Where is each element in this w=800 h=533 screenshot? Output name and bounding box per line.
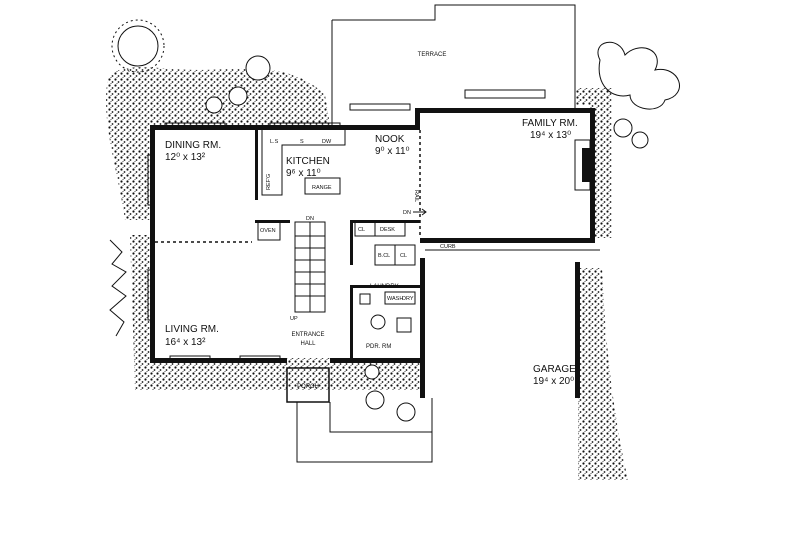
wall	[255, 125, 258, 200]
wall	[415, 108, 420, 130]
shrub	[228, 86, 248, 106]
broom-closet-label: B.CL	[378, 253, 390, 259]
island-range	[304, 177, 341, 195]
wall	[420, 238, 595, 243]
dining-room-size: 12⁰ x 13²	[165, 152, 206, 163]
desk-label: DESK	[380, 227, 395, 233]
sink-label: S	[300, 139, 304, 145]
nook-size: 9⁰ x 11⁰	[375, 146, 410, 157]
gravel-bed-garage	[575, 268, 628, 480]
vanity	[396, 317, 412, 333]
washer-label: WASH	[387, 296, 403, 302]
rail-label: RAIL	[413, 190, 419, 202]
dryer-label: DRY	[402, 296, 414, 302]
porch-label: PORCH	[297, 384, 319, 390]
living-room-name: LIVING RM.	[165, 324, 219, 335]
closet-b	[394, 244, 416, 266]
window	[239, 355, 281, 361]
laundry-sink	[359, 293, 371, 305]
wall	[415, 108, 595, 113]
desk	[374, 221, 406, 237]
kitchen-counters	[257, 130, 416, 333]
window	[269, 122, 341, 128]
porch-outline	[286, 367, 330, 403]
dining-room-name: DINING RM.	[165, 140, 221, 151]
stair-down-label: DN	[306, 216, 314, 222]
terrace-label: TERRACE	[418, 52, 447, 58]
shrub-cluster	[205, 55, 649, 422]
range-label: RANGE	[312, 185, 332, 191]
tree-canopy	[111, 19, 165, 73]
ls-label: L.S	[270, 139, 279, 145]
wall	[590, 108, 595, 243]
wall	[150, 125, 155, 363]
wall	[350, 285, 353, 358]
shrub	[631, 131, 649, 149]
closet-b-label: CL	[400, 253, 407, 259]
tree-right	[597, 41, 680, 110]
gravel-bed-north	[105, 67, 330, 220]
curb-label: CURB	[440, 244, 456, 250]
shrub	[613, 118, 633, 138]
garage-name: GARAGE	[533, 364, 576, 375]
terrace-outline	[332, 4, 576, 108]
living-room-size: 16⁴ x 13²	[165, 337, 206, 348]
shrub	[365, 390, 385, 410]
window	[169, 355, 211, 361]
fireplace-hearth	[582, 148, 590, 182]
family-room-size: 19⁴ x 13⁰	[530, 130, 571, 141]
wall	[420, 258, 425, 398]
windows	[147, 89, 591, 361]
window	[464, 89, 546, 99]
kitchen-size: 9⁶ x 11⁰	[286, 168, 321, 179]
nook-down-label: DN	[403, 210, 411, 216]
walk-step	[329, 402, 432, 433]
shrub	[205, 96, 223, 114]
window	[164, 122, 226, 128]
closet-a-label: CL	[358, 227, 365, 233]
stair-up-label: UP	[290, 316, 298, 322]
powder-room-label: PDR. RM	[366, 344, 391, 350]
tree	[117, 25, 159, 67]
nook-down-arrow	[413, 208, 427, 216]
wall	[330, 358, 425, 363]
wall	[350, 285, 420, 288]
refrigerator-label: REF'G	[266, 174, 272, 190]
tree-left	[109, 239, 127, 337]
window	[147, 154, 153, 206]
laundry-label: LAUNDRY	[370, 284, 399, 290]
oven-cabinet	[257, 221, 281, 241]
wall	[350, 220, 353, 265]
walls	[150, 108, 595, 398]
front-walk	[296, 398, 433, 463]
shrub	[396, 402, 416, 422]
wall	[150, 358, 287, 363]
kitchen-name: KITCHEN	[286, 156, 330, 167]
toilet	[370, 314, 386, 330]
stairway	[294, 221, 326, 313]
family-room-name: FAMILY RM.	[522, 118, 578, 129]
washer-dryer	[384, 291, 416, 305]
garage-size: 19⁴ x 20⁰	[533, 376, 574, 387]
nook-name: NOOK	[375, 134, 405, 145]
window	[147, 269, 153, 321]
shrub	[245, 55, 271, 81]
dishwasher-label: DW	[322, 139, 332, 145]
entrance-hall-line2: HALL	[300, 341, 316, 347]
entrance-hall-line1: ENTRANCE	[291, 332, 324, 338]
shrub	[364, 364, 380, 380]
oven-label: OVEN	[260, 228, 276, 234]
counter	[261, 130, 346, 196]
window	[349, 103, 411, 111]
wall	[575, 262, 580, 398]
